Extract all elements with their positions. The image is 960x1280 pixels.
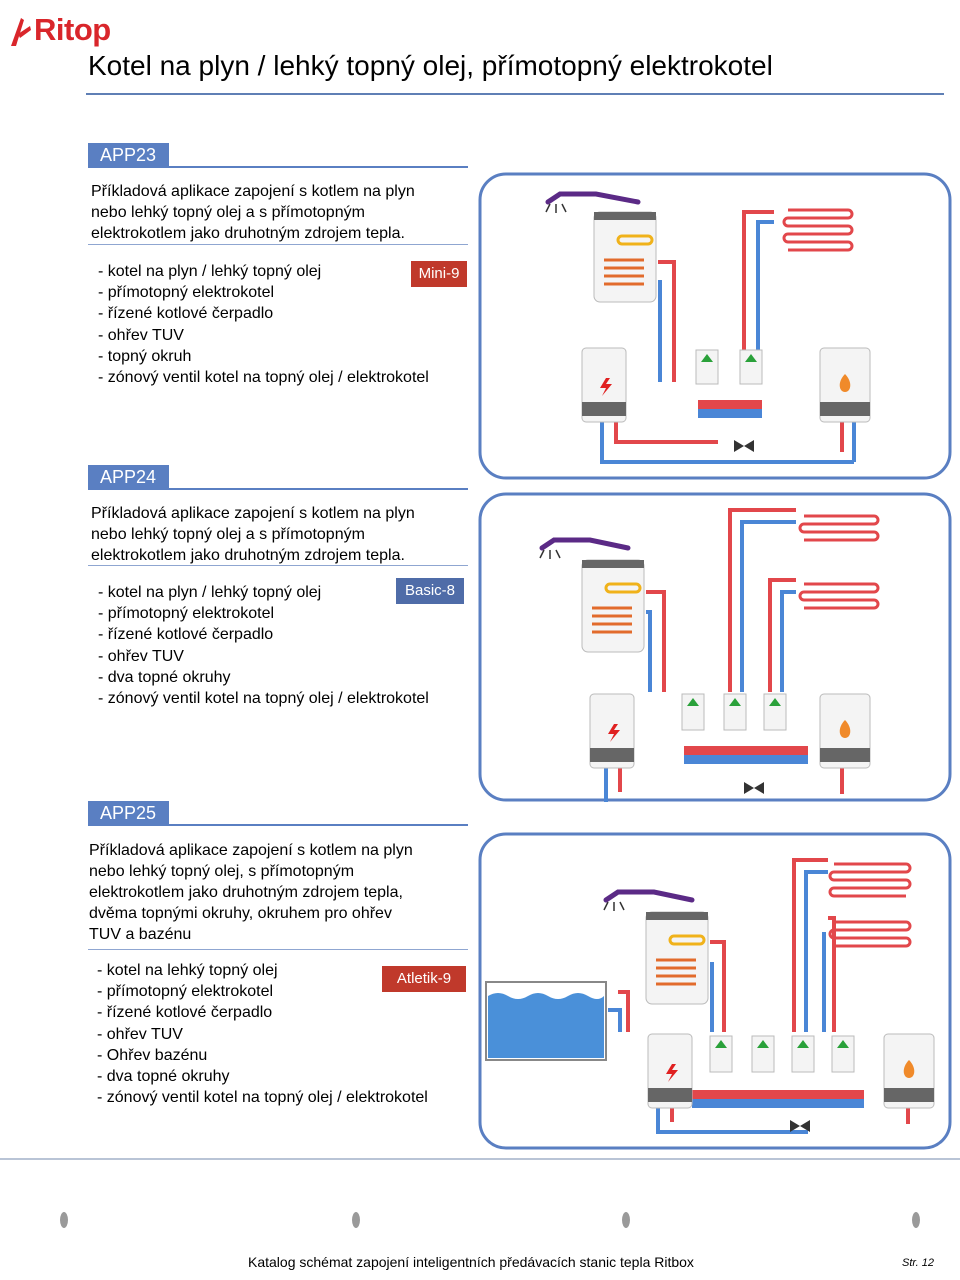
- valve-icon: [734, 440, 754, 452]
- radiator-icon: [828, 862, 912, 898]
- boiler-icon: [581, 559, 645, 653]
- model-badge: Mini-9: [411, 261, 467, 287]
- section-divider: [88, 166, 468, 168]
- valve-icon: [744, 782, 764, 794]
- pump-icon: [831, 1035, 855, 1073]
- list-item: - kotel na lehký topný olej: [97, 962, 278, 979]
- shower-icon: [545, 191, 641, 213]
- pump-icon: [751, 1035, 775, 1073]
- pipe-network: [608, 858, 910, 1134]
- flame-icon: [819, 347, 871, 423]
- decorative-dot: [622, 1212, 630, 1228]
- list-item: - přímotopný elektrokotel: [98, 284, 275, 302]
- list-item: - řízené kotlové čerpadlo: [97, 1004, 273, 1022]
- list-item: - kotel na plyn / lehký topný olej: [98, 263, 322, 280]
- manifold: [684, 746, 808, 755]
- feature-list: - kotel na plyn / lehký topný olej - pří…: [98, 582, 429, 709]
- pipe-network: [604, 508, 844, 802]
- pump-icon: [709, 1035, 733, 1073]
- schematic-app25: [478, 832, 952, 1150]
- manifold: [692, 1090, 864, 1099]
- section-description: Příkladová aplikace zapojení s kotlem na…: [91, 505, 415, 564]
- footer-catalog-title: Katalog schémat zapojení inteligentních …: [248, 1254, 694, 1270]
- pump-icon: [763, 693, 787, 731]
- boiler-icon: [645, 911, 709, 1005]
- radiator-icon: [782, 208, 854, 252]
- list-item: - zónový ventil kotel na topný olej / el…: [98, 690, 429, 708]
- section-description: Příkladová aplikace zapojení s kotlem na…: [89, 842, 413, 943]
- ritop-logo-icon: [11, 18, 31, 46]
- list-item: - dva topné okruhy: [98, 668, 231, 686]
- section-divider: [88, 565, 468, 566]
- lightning-icon: [647, 1033, 693, 1109]
- decorative-dot: [60, 1212, 68, 1228]
- pool-icon: [485, 981, 607, 1061]
- section-tab-app24: APP24: [88, 465, 169, 489]
- feature-list: - kotel na lehký topný olej - přímotopný…: [97, 960, 428, 1108]
- lightning-icon: [581, 347, 627, 423]
- lightning-icon: [589, 693, 635, 769]
- list-item: - řízené kotlové čerpadlo: [98, 305, 274, 323]
- radiator-icon: [828, 920, 912, 948]
- section-divider: [88, 824, 468, 826]
- decorative-dot: [352, 1212, 360, 1228]
- section-tab-app23: APP23: [88, 143, 169, 167]
- list-item: - přímotopný elektrokotel: [97, 983, 274, 1001]
- pipe-network: [600, 210, 856, 464]
- list-item: - řízené kotlové čerpadlo: [98, 626, 274, 644]
- pump-icon: [739, 349, 763, 385]
- model-badge: Atletik-9: [382, 966, 466, 992]
- flame-icon: [883, 1033, 935, 1109]
- brand-name: Ritop: [34, 12, 111, 47]
- list-item: - ohřev TUV: [98, 647, 184, 665]
- list-item: - ohřev TUV: [97, 1025, 183, 1043]
- section-divider: [88, 244, 468, 245]
- pump-icon: [695, 349, 719, 385]
- section-tab-app25: APP25: [88, 801, 169, 825]
- manifold: [698, 400, 762, 409]
- section-divider: [88, 949, 468, 950]
- footer-divider: [0, 1158, 960, 1160]
- ritop-logo: Ritop: [8, 10, 128, 52]
- page-number: Str. 12: [902, 1257, 934, 1269]
- radiator-icon: [798, 582, 880, 610]
- pump-icon: [791, 1035, 815, 1073]
- flame-icon: [819, 693, 871, 769]
- shower-icon: [603, 889, 695, 911]
- pump-icon: [723, 693, 747, 731]
- list-item: - zónový ventil kotel na topný olej / el…: [98, 369, 429, 387]
- list-item: - přímotopný elektrokotel: [98, 605, 275, 623]
- decorative-dot: [912, 1212, 920, 1228]
- pump-icon: [681, 693, 705, 731]
- schematic-app24: [478, 492, 952, 802]
- list-item: - Ohřev bazénu: [97, 1046, 208, 1064]
- section-divider: [88, 488, 468, 490]
- radiator-icon: [798, 514, 880, 542]
- schematic-app23: [478, 172, 952, 480]
- section-description: Příkladová aplikace zapojení s kotlem na…: [91, 183, 415, 242]
- list-item: - ohřev TUV: [98, 326, 184, 344]
- list-item: - kotel na plyn / lehký topný olej: [98, 584, 322, 601]
- list-item: - topný okruh: [98, 347, 192, 365]
- shower-icon: [539, 537, 631, 559]
- valve-icon: [790, 1120, 810, 1132]
- boiler-icon: [593, 211, 657, 303]
- model-badge: Basic-8: [396, 578, 464, 604]
- page-title: Kotel na plyn / lehký topný olej, přímot…: [88, 50, 773, 81]
- title-divider: [86, 93, 944, 95]
- list-item: - dva topné okruhy: [97, 1068, 230, 1086]
- list-item: - zónový ventil kotel na topný olej / el…: [97, 1089, 428, 1107]
- feature-list: - kotel na plyn / lehký topný olej - pří…: [98, 261, 429, 388]
